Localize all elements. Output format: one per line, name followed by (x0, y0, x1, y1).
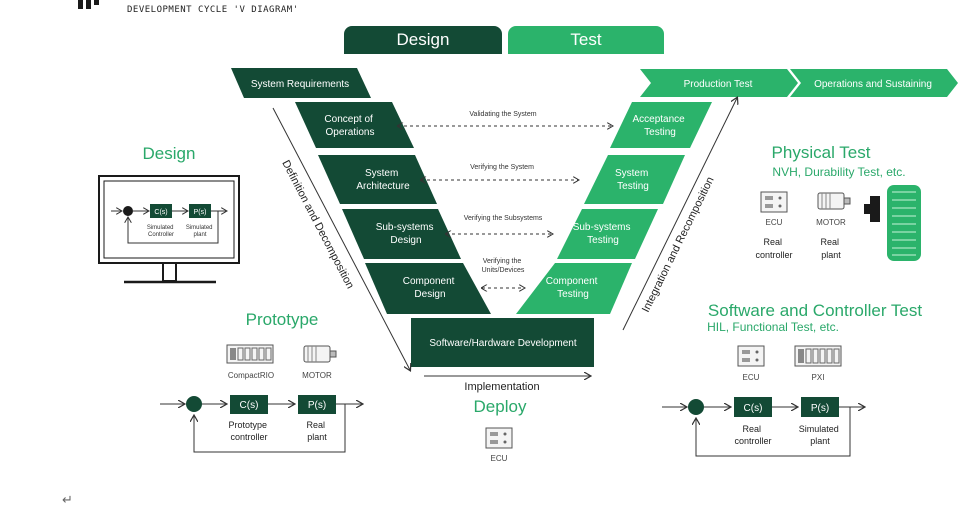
verifying-subsystems-label: Verifying the Subsystems (464, 215, 543, 222)
physical-ecu-label: ECU (766, 218, 783, 227)
verifying-system-label: Verifying the System (470, 164, 534, 171)
integration-arrow (622, 98, 737, 331)
stage-label-production-test: Production Test (684, 79, 753, 90)
stage-component-testing[interactable] (516, 263, 632, 314)
prototype-plant-label: Real plant (306, 420, 327, 442)
stage-software-hardware-development[interactable] (411, 318, 594, 367)
definition-arrow (272, 107, 410, 370)
software-plant-block: P(s) (811, 403, 829, 414)
physical-plant-label: Real plant (820, 237, 841, 260)
tab-test[interactable]: Test (508, 26, 664, 54)
stage-label-component-testing: Component Testing (546, 276, 600, 300)
stage-label-subsystems-design: Sub-systems Design (376, 222, 437, 246)
pxi-icon (794, 345, 842, 367)
stage-system-requirements[interactable] (231, 68, 371, 98)
return-mark-icon: ↵ (62, 492, 73, 507)
stage-label-system-architecture: System Architecture (356, 168, 410, 192)
motor-icon (303, 345, 337, 363)
compactrio-label: CompactRIO (228, 371, 274, 380)
prototype-controller-block: C(s) (240, 400, 259, 411)
stage-concept-of-operations[interactable] (295, 102, 414, 148)
stage-component-design[interactable] (365, 263, 491, 314)
design-plant-label: Simulated plant (186, 225, 214, 238)
physical-controller-label: Real controller (755, 237, 792, 260)
tab-design[interactable]: Design (344, 26, 502, 54)
prototype-controller-label: Prototype controller (228, 420, 269, 442)
software-controller-label: Real controller (734, 424, 771, 446)
compactrio-icon (226, 344, 274, 364)
physical-ecu-icon (760, 191, 788, 213)
physical-motor-icon (817, 192, 851, 210)
prototype-loop (160, 395, 362, 453)
monitor-icon (98, 175, 240, 284)
software-ecu-label: ECU (743, 373, 760, 382)
verifying-units-label: Verifying the Units/Devices (482, 258, 525, 274)
page-title: DEVELOPMENT CYCLE 'V DIAGRAM' (127, 5, 299, 15)
physical-motor-label: MOTOR (816, 218, 846, 227)
software-loop (662, 397, 864, 457)
stage-subsystems-design[interactable] (342, 209, 461, 259)
deploy-ecu-label: ECU (491, 454, 508, 463)
design-plant-block: P(s) (194, 209, 207, 216)
stage-label-component-design: Component Design (403, 276, 457, 300)
software-title: Software and Controller Test (708, 301, 922, 320)
software-subtitle: HIL, Functional Test, etc. (707, 320, 839, 334)
stage-operations-sustaining[interactable] (790, 69, 958, 97)
logo-icon (78, 0, 100, 10)
implementation-label: Implementation (464, 381, 539, 393)
stage-label-operations-sustaining: Operations and Sustaining (814, 79, 932, 90)
stage-system-architecture[interactable] (318, 155, 437, 204)
stage-acceptance-testing[interactable] (610, 102, 712, 148)
prototype-plant-block: P(s) (308, 400, 326, 411)
software-ecu-icon (737, 345, 765, 367)
validating-label: Validating the System (469, 111, 536, 118)
stage-production-test[interactable] (640, 69, 798, 97)
deploy-title: Deploy (474, 397, 527, 416)
stage-label-concept-of-operations: Concept of Operations (324, 114, 375, 138)
stage-label-acceptance-testing: Acceptance Testing (632, 114, 687, 138)
software-plant-label: Simulated plant (799, 424, 842, 446)
stage-label-subsystems-testing: Sub-systems Testing (573, 222, 634, 246)
physical-title: Physical Test (772, 143, 871, 162)
prototype-title: Prototype (246, 310, 319, 329)
software-controller-block: C(s) (744, 403, 763, 414)
stage-system-testing[interactable] (584, 155, 685, 204)
design-loop (111, 204, 226, 244)
design-controller-label: Simulated Controller (147, 225, 175, 238)
tire-icon (864, 185, 921, 261)
ecu-icon (485, 427, 513, 449)
physical-subtitle: NVH, Durability Test, etc. (772, 165, 905, 179)
stage-subsystems-testing[interactable] (557, 209, 658, 259)
prototype-motor-label: MOTOR (302, 371, 332, 380)
software-pxi-label: PXI (812, 373, 825, 382)
design-controller-block: C(s) (154, 209, 167, 216)
stage-label-system-requirements: System Requirements (251, 79, 349, 90)
design-title: Design (143, 144, 196, 163)
stage-label-software-hardware-development: Software/Hardware Development (429, 338, 577, 349)
stage-label-system-testing: System Testing (615, 168, 651, 192)
